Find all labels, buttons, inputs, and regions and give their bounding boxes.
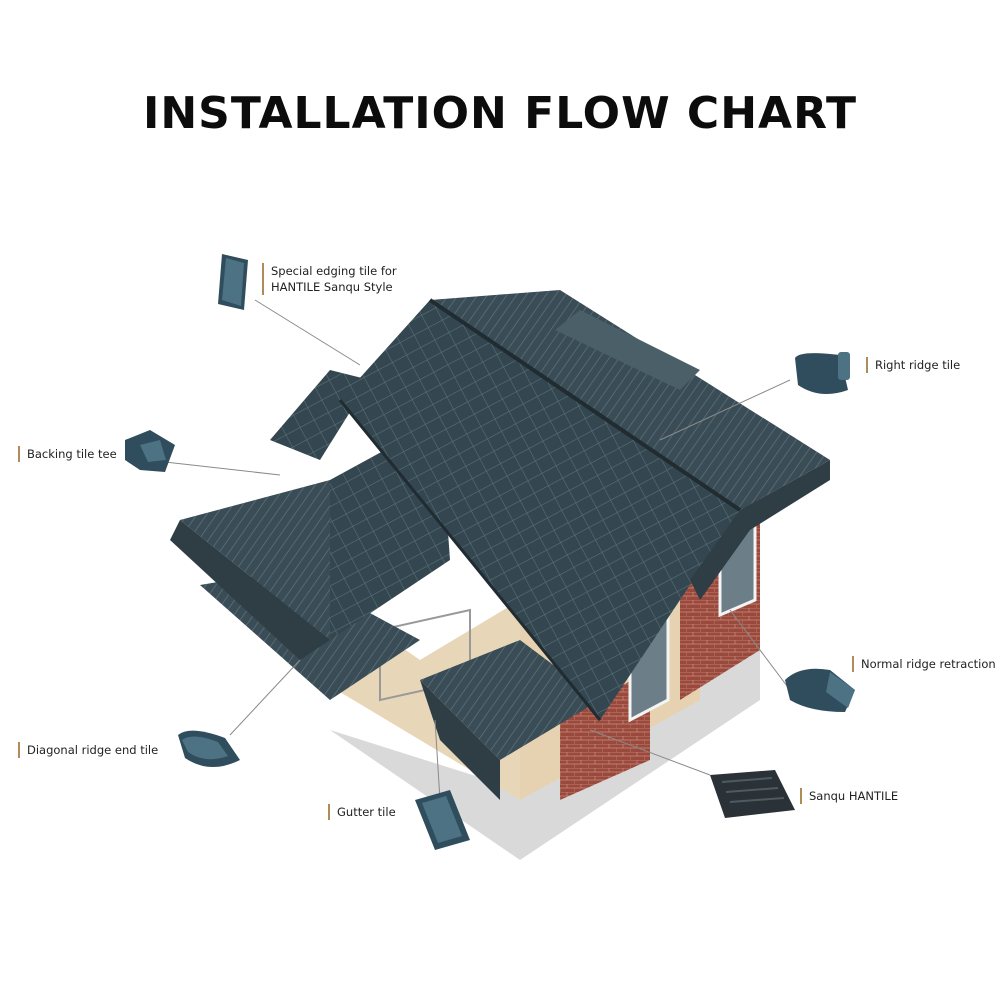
porch-roof xyxy=(420,640,600,760)
label-right-ridge-tile: Right ridge tile xyxy=(866,357,960,373)
main-tile-icon xyxy=(710,770,795,818)
main-roof-back xyxy=(430,290,830,510)
gutter-tile-icon xyxy=(415,790,470,850)
roof-dormer xyxy=(555,310,700,390)
label-gutter-tile: Gutter tile xyxy=(328,804,396,820)
label-edging-tile: Special edging tile for HANTILE Sanqu St… xyxy=(262,263,397,295)
right-gable-eave xyxy=(690,460,830,600)
left-hip-eave xyxy=(170,520,330,660)
label-sanqu-hantile: Sanqu HANTILE xyxy=(800,788,898,804)
label-normal-ridge-retraction: Normal ridge retraction xyxy=(852,656,996,672)
front-edge xyxy=(338,399,602,721)
brick-wall xyxy=(560,670,650,800)
leader-lines xyxy=(164,299,791,801)
ridge-end-icon xyxy=(178,730,240,768)
porch-roof-edge xyxy=(420,680,500,800)
main-ridge xyxy=(428,298,742,512)
label-backing-tile-tee: Backing tile tee xyxy=(18,446,117,462)
label-diagonal-ridge-end-tile: Diagonal ridge end tile xyxy=(18,742,158,758)
ridge-retraction-icon xyxy=(785,668,855,712)
left-hip-roof-side xyxy=(180,480,330,640)
ridge-tile-icon xyxy=(795,352,850,394)
back-dormer-roof xyxy=(270,370,370,460)
main-roof-front xyxy=(340,300,740,720)
page-title: INSTALLATION FLOW CHART xyxy=(142,88,858,139)
tee-tile-icon xyxy=(125,430,175,472)
base-slab xyxy=(330,640,760,860)
edging-tile-icon xyxy=(218,254,248,310)
